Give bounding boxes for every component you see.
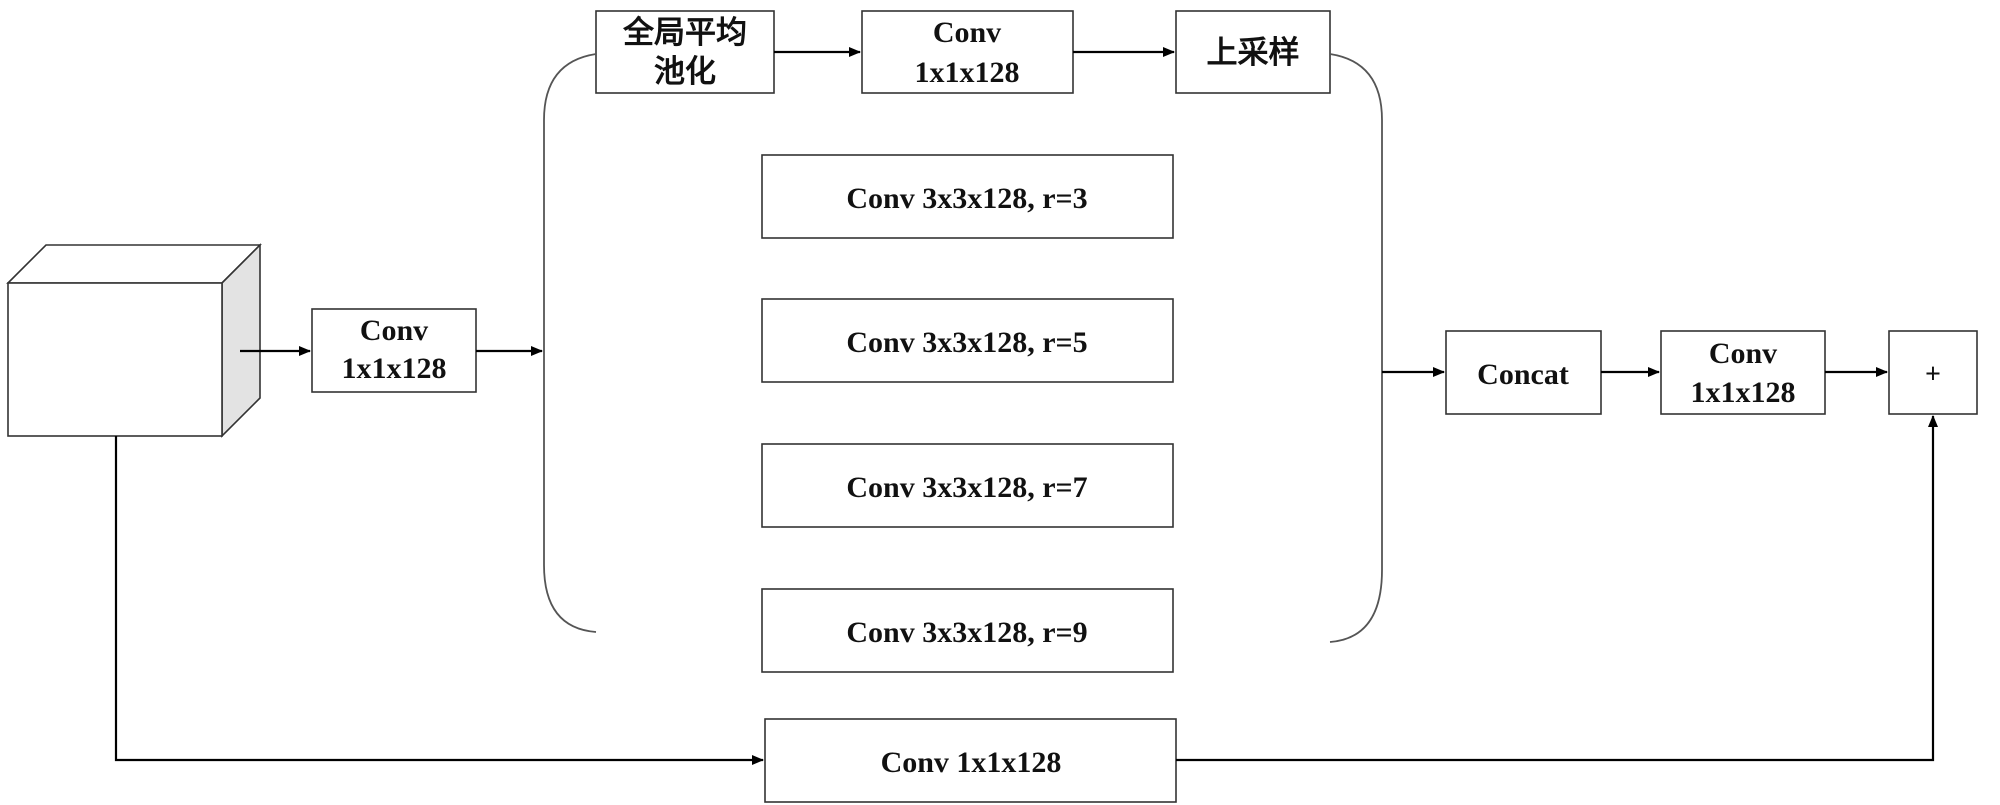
dilated-conv-label-r3: Conv 3x3x128, r=3	[846, 182, 1087, 215]
upsample-block: 上采样	[1175, 10, 1331, 94]
dilated-conv-label-r9: Conv 3x3x128, r=9	[846, 616, 1087, 649]
arrow-shortcut-conv-to-add	[1176, 415, 1938, 762]
arrow-input-to-shortcut-conv	[114, 436, 764, 765]
right-branch-bracket	[1329, 53, 1383, 643]
global-pooling-label-2: 池化	[654, 54, 716, 89]
concat-label: Concat	[1477, 358, 1569, 391]
post-conv-block: Conv 1x1x128	[1660, 330, 1826, 415]
shortcut-conv-label: Conv 1x1x128	[881, 746, 1062, 779]
add-symbol: +	[1925, 359, 1941, 390]
input-feature-cube	[6, 243, 262, 438]
post-conv-label-1: Conv	[1709, 337, 1777, 370]
dilated-conv-block-r3: Conv 3x3x128, r=3	[761, 154, 1174, 239]
shortcut-conv-block: Conv 1x1x128	[764, 718, 1177, 803]
gap-conv-label-1: Conv	[933, 16, 1001, 49]
dilated-conv-block-r9: Conv 3x3x128, r=9	[761, 588, 1174, 673]
entry-conv-block: Conv 1x1x128	[311, 308, 477, 393]
left-branch-bracket	[543, 53, 597, 633]
dilated-conv-label-r5: Conv 3x3x128, r=5	[846, 326, 1087, 359]
gap-conv-label-2: 1x1x128	[915, 56, 1020, 89]
dilated-conv-label-r7: Conv 3x3x128, r=7	[846, 471, 1087, 504]
gap-conv-block: Conv 1x1x128	[861, 10, 1074, 94]
dilated-conv-block-r7: Conv 3x3x128, r=7	[761, 443, 1174, 528]
entry-conv-label-1: Conv	[360, 314, 428, 347]
upsample-label: 上采样	[1207, 35, 1300, 70]
concat-block: Concat	[1445, 330, 1602, 415]
add-node: +	[1888, 330, 1978, 415]
dilated-conv-block-r5: Conv 3x3x128, r=5	[761, 298, 1174, 383]
entry-conv-label-2: 1x1x128	[342, 352, 447, 385]
post-conv-label-2: 1x1x128	[1691, 376, 1796, 409]
global-pooling-block: 全局平均 池化	[595, 10, 775, 94]
global-pooling-label-1: 全局平均	[622, 15, 747, 50]
